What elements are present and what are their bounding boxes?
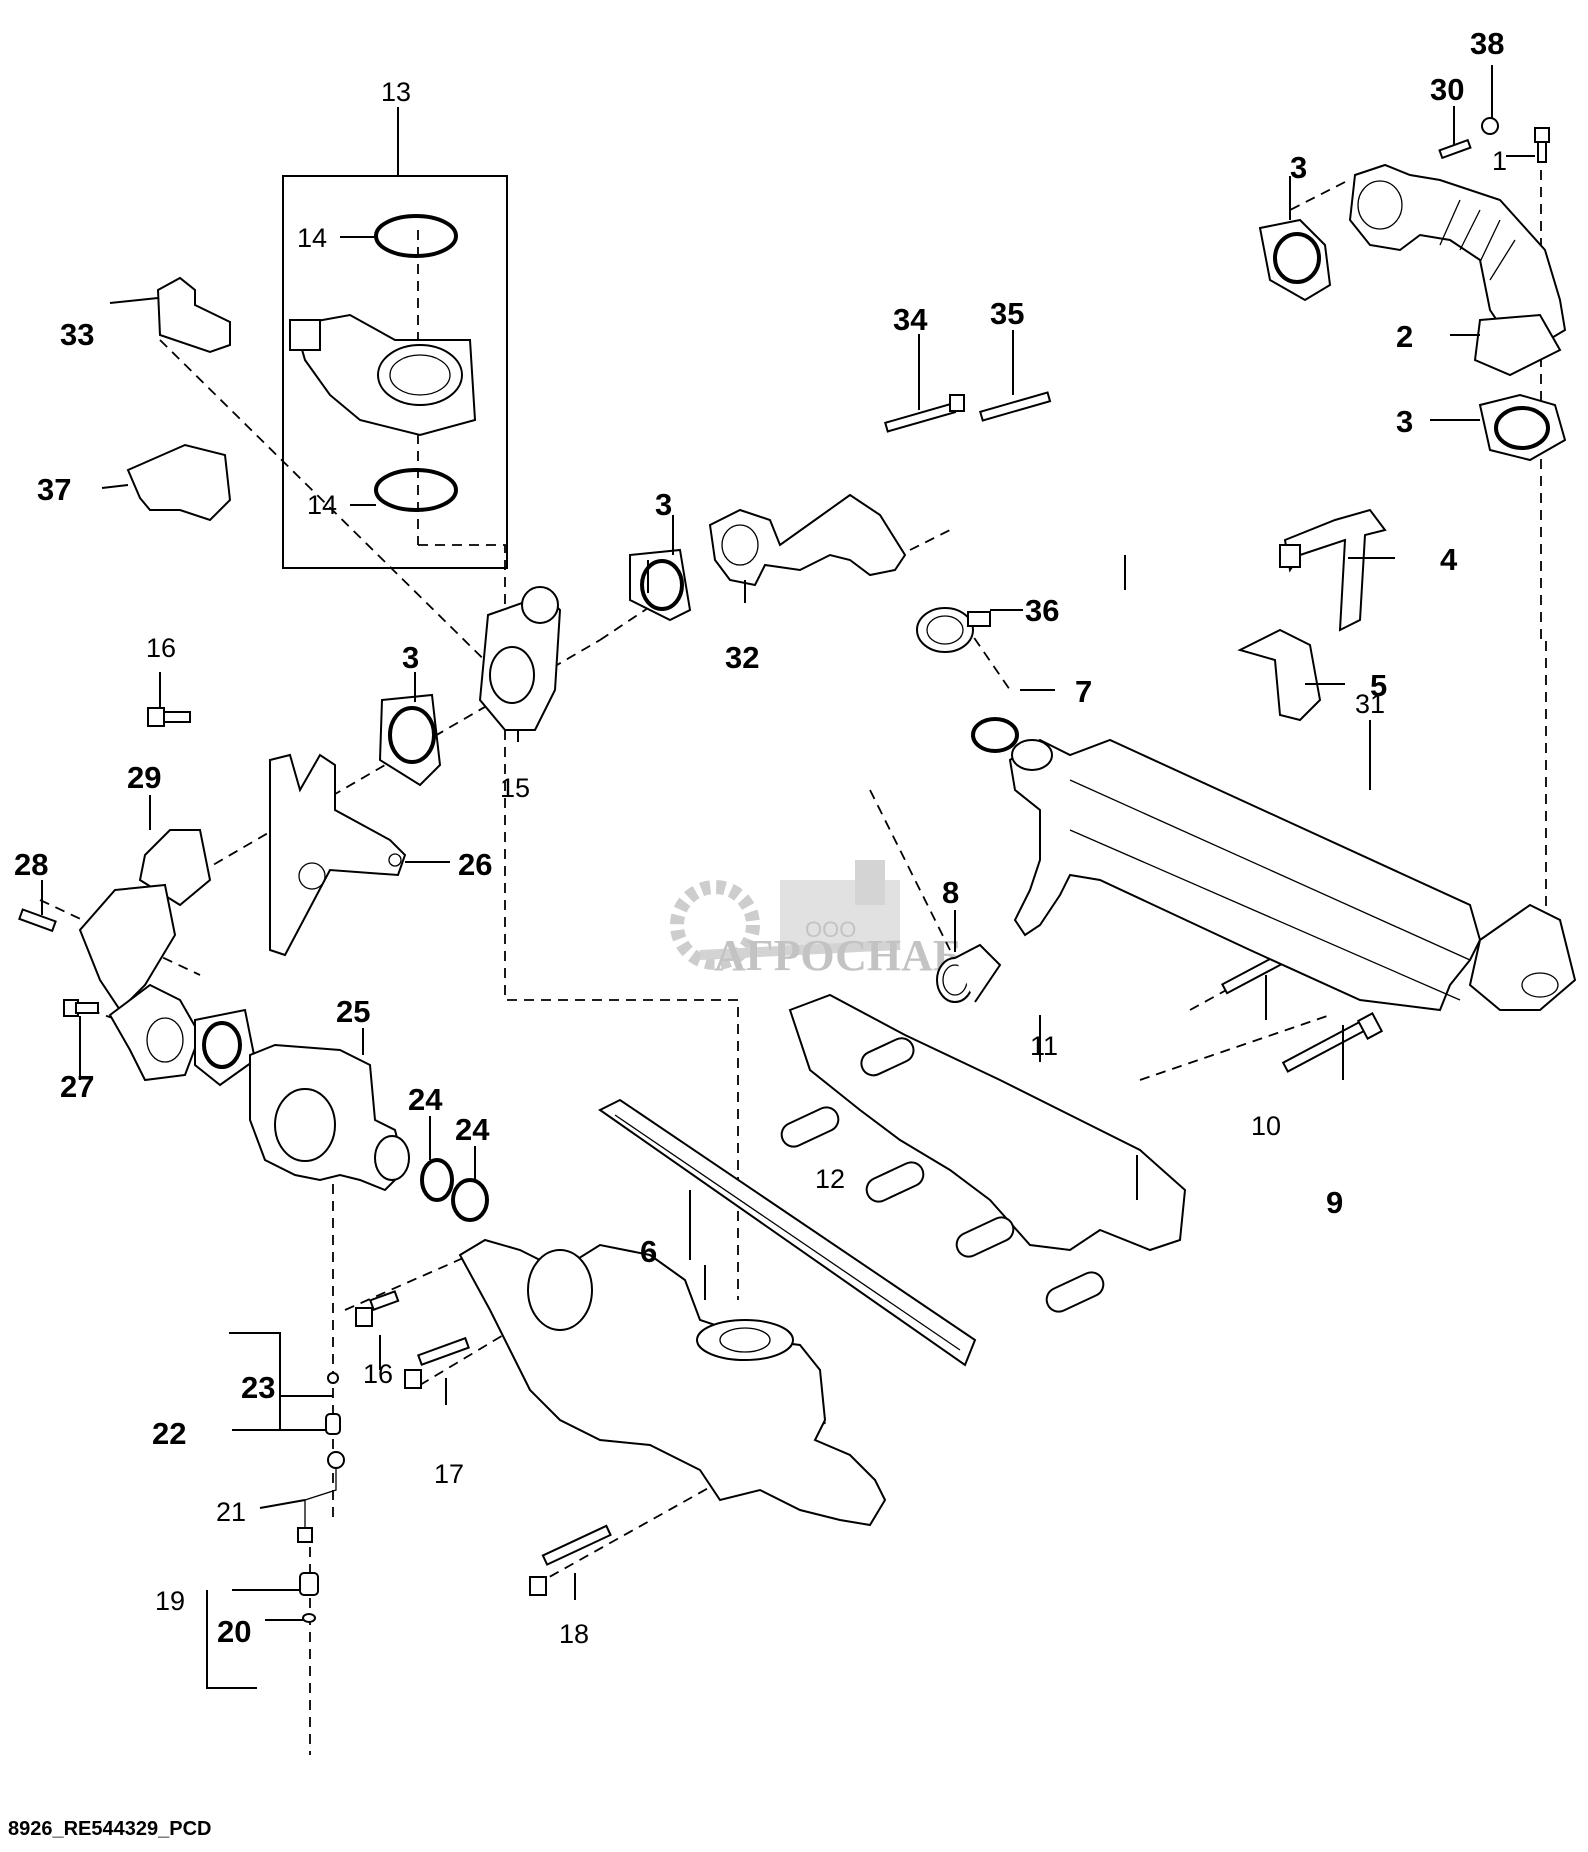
part-30-stud[interactable] [1438, 138, 1472, 160]
callout-30: 30 [1430, 72, 1464, 107]
part-35-stud[interactable] [979, 391, 1052, 422]
part-5-bracket[interactable] [1237, 628, 1322, 722]
part-19-adapter[interactable] [299, 1572, 319, 1596]
callout-24-b: 24 [455, 1112, 490, 1147]
callout-17: 17 [434, 1459, 464, 1489]
leader-lines [41, 65, 1535, 1689]
part-22-fitting[interactable] [325, 1413, 341, 1435]
callout-22: 22 [152, 1416, 186, 1451]
watermark-name: АГРОСНАБ [714, 931, 962, 980]
part-3-gasket-middle[interactable] [629, 548, 692, 622]
item-13-kit-frame [282, 175, 508, 569]
callout-15: 15 [500, 773, 530, 803]
part-24-oring-a[interactable] [420, 1158, 454, 1202]
callout-16-upper: 16 [146, 633, 176, 663]
callout-3-middle: 3 [655, 487, 672, 522]
part-21-tube[interactable] [297, 1451, 345, 1543]
callout-31: 31 [1355, 689, 1385, 719]
part-17-bolt[interactable] [404, 1336, 470, 1389]
callout-24-a: 24 [408, 1082, 443, 1117]
callout-19: 19 [155, 1586, 185, 1616]
callout-37: 37 [37, 472, 71, 507]
callout-7: 7 [1075, 674, 1092, 709]
callout-9: 9 [1326, 1185, 1343, 1220]
part-18-bolt[interactable] [529, 1524, 612, 1596]
watermark-prefix: ООО [805, 917, 856, 942]
part-11-intake-manifold[interactable] [778, 993, 1187, 1316]
watermark: ООО АГРОСНАБ [670, 860, 962, 980]
callout-6: 6 [640, 1234, 657, 1269]
callout-3-left: 3 [402, 640, 419, 675]
part-26-bracket[interactable] [269, 753, 407, 957]
part-27-bolt[interactable] [63, 999, 99, 1017]
part-23-washer[interactable] [327, 1372, 339, 1384]
part-8-sleeve[interactable] [936, 943, 1002, 1003]
callout-34: 34 [893, 302, 928, 337]
callout-33: 33 [60, 317, 94, 352]
callout-16-lower: 16 [363, 1359, 393, 1389]
callout-25: 25 [336, 994, 370, 1029]
part-13-egr-valve[interactable] [289, 313, 477, 437]
part-6-intake-housing[interactable] [458, 1238, 887, 1527]
callout-20: 20 [217, 1614, 251, 1649]
callout-12: 12 [815, 1164, 845, 1194]
callout-1: 1 [1492, 146, 1507, 176]
part-9-bolt[interactable] [1281, 1012, 1384, 1073]
part-14-lower-oring[interactable] [374, 468, 458, 512]
part-3-gasket-left[interactable] [378, 693, 442, 787]
part-2-flex-pipe[interactable] [1348, 163, 1567, 377]
callout-26: 26 [458, 847, 492, 882]
callout-14-upper: 14 [297, 223, 327, 253]
callout-32: 32 [725, 640, 759, 675]
callout-29: 29 [127, 760, 161, 795]
part-31-egr-cooler[interactable] [1008, 738, 1577, 1012]
callout-14-lower: 14 [307, 490, 337, 520]
part-16-bolt-upper[interactable] [147, 707, 191, 727]
part-7-oring[interactable] [971, 717, 1019, 753]
part-3-gasket-lower-right[interactable] [1478, 393, 1567, 462]
part-16-bolt-lower[interactable] [355, 1290, 400, 1327]
part-12-gasket[interactable] [598, 1098, 977, 1367]
part-3-gasket-lower-left[interactable] [194, 1008, 257, 1087]
part-24-oring-b[interactable] [451, 1178, 489, 1222]
callout-23: 23 [241, 1370, 275, 1405]
gear-icon [670, 880, 760, 970]
callout-4: 4 [1440, 542, 1458, 577]
part-15-valve-body[interactable] [478, 586, 562, 731]
callout-36: 36 [1025, 593, 1059, 628]
part-37-heat-shield[interactable] [126, 443, 232, 522]
callout-18: 18 [559, 1619, 589, 1649]
part-34-bolt[interactable] [884, 394, 965, 433]
part-32-pipe[interactable] [708, 493, 907, 587]
callout-10: 10 [1251, 1111, 1281, 1141]
part-36-clamp[interactable] [916, 607, 991, 653]
part-3-gasket-upper-right[interactable] [1258, 218, 1332, 302]
part-33-heat-shield[interactable] [156, 276, 231, 354]
callout-11: 11 [1030, 1031, 1058, 1061]
callout-35: 35 [990, 296, 1024, 331]
part-38-nut[interactable] [1481, 117, 1499, 135]
part-20-washer[interactable] [302, 1613, 316, 1623]
callout-21: 21 [216, 1497, 246, 1527]
callout-13: 13 [381, 77, 411, 107]
combine-harvester-icon [699, 860, 901, 960]
callout-38: 38 [1470, 26, 1504, 61]
part-29-pipe[interactable] [78, 829, 212, 1082]
callout-3-upper-right: 3 [1290, 150, 1307, 185]
part-1-bolt[interactable] [1534, 127, 1550, 163]
part-25-throttle-housing[interactable] [249, 1043, 410, 1192]
callout-3-lower-right: 3 [1396, 404, 1413, 439]
drawing-code: 8926_RE544329_PCD [8, 1818, 212, 1840]
callout-5: 5 [1370, 668, 1387, 703]
callout-2: 2 [1396, 319, 1413, 354]
callout-28: 28 [14, 847, 48, 882]
part-28-stud[interactable] [18, 908, 57, 933]
part-14-upper-oring[interactable] [374, 214, 458, 258]
callout-8: 8 [942, 875, 959, 910]
part-4-bracket[interactable] [1279, 508, 1387, 632]
callout-labels: 1 2 3 3 3 3 4 5 6 7 8 9 10 11 12 13 14 1… [14, 26, 1507, 1649]
callout-27: 27 [60, 1069, 94, 1104]
